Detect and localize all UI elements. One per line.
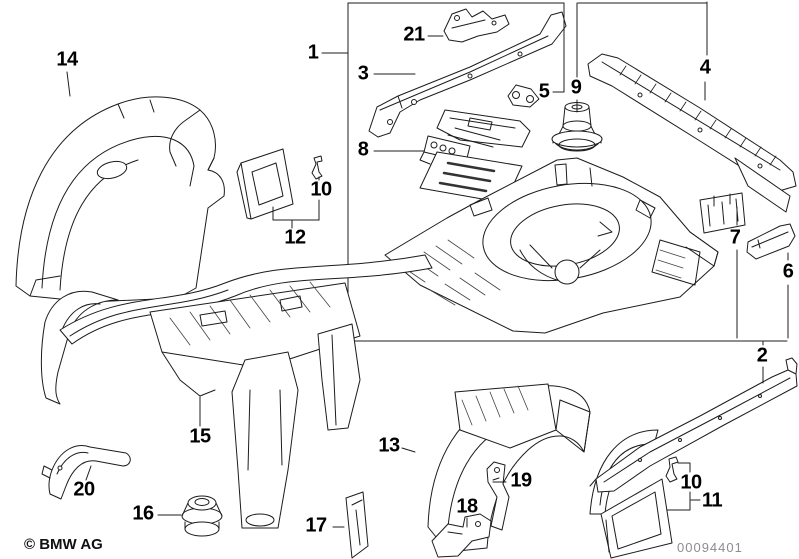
callout-11[interactable]: 11 [701,489,723,512]
leader-4 [704,1,708,101]
callout-13[interactable]: 13 [378,434,400,457]
callout-3[interactable]: 3 [357,62,369,85]
callout-1[interactable]: 1 [307,41,319,64]
part-13-wheel-housing [427,383,591,553]
callout-5[interactable]: 5 [538,80,550,103]
part-12-panel [236,148,294,220]
callout-20[interactable]: 20 [73,478,95,501]
drawing-number: 00094401 [677,540,743,555]
leader-14 [66,71,71,97]
callout-9[interactable]: 9 [570,76,582,99]
callout-21[interactable]: 21 [403,23,425,46]
leader-12-bracket [272,206,320,229]
part-7-clamp-bracket [699,192,746,234]
leader-20 [85,465,92,481]
callout-12[interactable]: 12 [284,226,306,249]
part-1-trunk-floor-panel [384,157,719,334]
part-6-rail [746,223,796,260]
part-8-bracket-cluster [419,109,531,204]
callout-4[interactable]: 4 [699,56,711,79]
part-11-panel [600,478,673,559]
part-10-clip-upper [311,155,323,180]
leader-lines [66,1,789,528]
callout-15[interactable]: 15 [189,425,211,448]
part-3-side-member [368,11,567,138]
part-21-bracket [443,8,510,43]
part-5-bracket [507,84,540,108]
callout-19[interactable]: 19 [510,469,532,492]
callout-2[interactable]: 2 [756,344,768,367]
part-19-bracket [486,461,510,531]
leader-10-11-bracket [666,462,701,511]
callout-10-upper[interactable]: 10 [310,178,332,201]
part-4-rear-panel-rail [587,53,797,213]
part-10-clip-lower [665,456,679,483]
assembly-group-frame [347,2,788,342]
part-20-bracket [41,445,131,500]
callout-14[interactable]: 14 [56,48,78,71]
part-17-support [345,491,369,559]
callout-7[interactable]: 7 [729,226,741,249]
part-18-bracket [431,513,492,558]
callout-17[interactable]: 17 [305,514,327,537]
part-9-grommet [551,102,603,152]
part-15-rear-panel-assembly [40,254,433,529]
leader-13 [401,447,416,453]
part-2-sill-rail [589,357,798,515]
leader-5 [552,2,565,93]
callout-16[interactable]: 16 [132,502,154,525]
callout-10-lower[interactable]: 10 [680,471,702,494]
callout-8[interactable]: 8 [357,138,369,161]
part-14-wheel-housing [15,96,225,303]
callout-18[interactable]: 18 [456,495,478,518]
callout-6[interactable]: 6 [782,260,794,283]
part-16-grommet [181,495,223,537]
bmw-copyright: © BMW AG [24,536,103,553]
